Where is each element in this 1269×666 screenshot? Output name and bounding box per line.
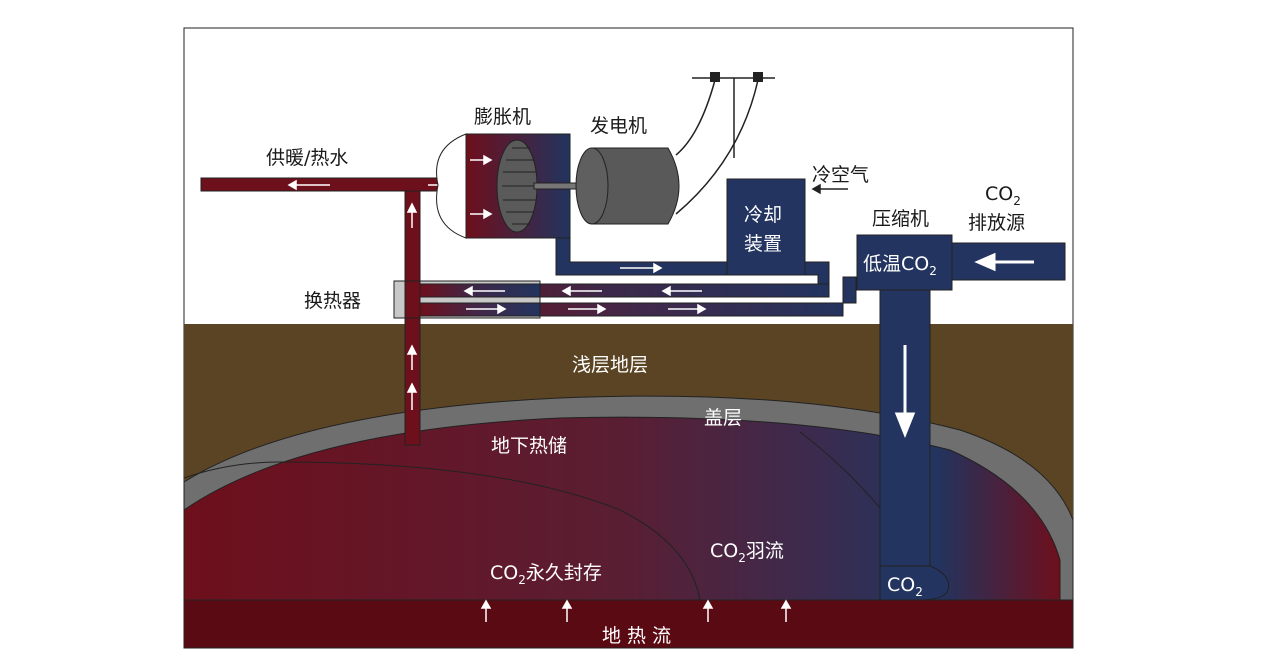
production-well-arrows: [406, 202, 418, 410]
right-arrow-icon: [470, 154, 493, 166]
low-temp-co2-label: 低温CO2: [863, 253, 937, 278]
expander-label: 膨胀机: [474, 106, 531, 128]
left-arrow-icon: [974, 252, 1034, 272]
geothermal-flow-label: 地 热 流: [602, 625, 671, 647]
expander-cap: [436, 133, 467, 239]
heat-exchanger-label: 换热器: [304, 290, 361, 312]
co2-bottom-label: CO2: [887, 574, 923, 599]
rotor-blades: [502, 147, 537, 225]
compressor-label: 压缩机: [872, 208, 929, 230]
left-arrow-icon: [463, 285, 505, 297]
co2-source-label-line2: 排放源: [968, 212, 1025, 234]
geothermal-arrows: [480, 599, 792, 622]
left-arrow-icon: [661, 285, 702, 297]
up-arrow-icon: [406, 202, 418, 228]
cap-rock-label: 盖层: [704, 407, 742, 429]
up-arrow-icon: [702, 599, 714, 622]
power-insulator: [753, 72, 763, 82]
power-insulator: [710, 72, 720, 82]
right-arrow-icon: [470, 208, 493, 220]
injection-co2-pool: [879, 565, 950, 601]
co2-source-label-line1: CO2: [985, 183, 1021, 208]
shallow-strata-label: 浅层地层: [572, 354, 648, 376]
co2-permanent-label: CO2永久封存: [490, 562, 602, 587]
generator-body: [591, 147, 680, 225]
permanent-storage-boundary: [183, 461, 701, 601]
up-arrow-icon: [561, 599, 573, 622]
right-arrow-icon: [466, 303, 507, 315]
heating-pipe: [200, 177, 467, 192]
left-arrow-icon: [811, 183, 848, 195]
right-arrow-icon: [668, 303, 707, 315]
compressor: [856, 234, 953, 291]
heat-storage-label: 地下热储: [491, 435, 567, 457]
well-through-exchanger: [404, 280, 421, 319]
right-arrow-icon: [568, 303, 607, 315]
cold-air-label: 冷空气: [812, 164, 869, 186]
cooling-device: [726, 178, 806, 276]
right-arrow-icon: [620, 262, 663, 274]
up-arrow-icon: [780, 599, 792, 622]
up-arrow-icon: [480, 599, 492, 622]
cooling-label-line2: 装置: [744, 233, 782, 255]
geothermal-bedrock: [183, 599, 1074, 649]
left-arrow-icon: [561, 285, 602, 297]
up-arrow-icon: [406, 344, 418, 370]
generator-face: [575, 147, 609, 225]
generator-label: 发电机: [590, 115, 647, 137]
up-arrow-icon: [406, 382, 418, 410]
heat-reservoir: [183, 416, 1061, 601]
co2-plume-label: CO2羽流: [710, 540, 784, 565]
left-arrow-icon: [287, 179, 330, 191]
cooling-label-line1: 冷却: [744, 204, 782, 226]
co2-inlet-pipe: [951, 242, 1066, 281]
down-arrow-icon: [894, 345, 916, 439]
heating-label: 供暖/热水: [266, 147, 348, 169]
